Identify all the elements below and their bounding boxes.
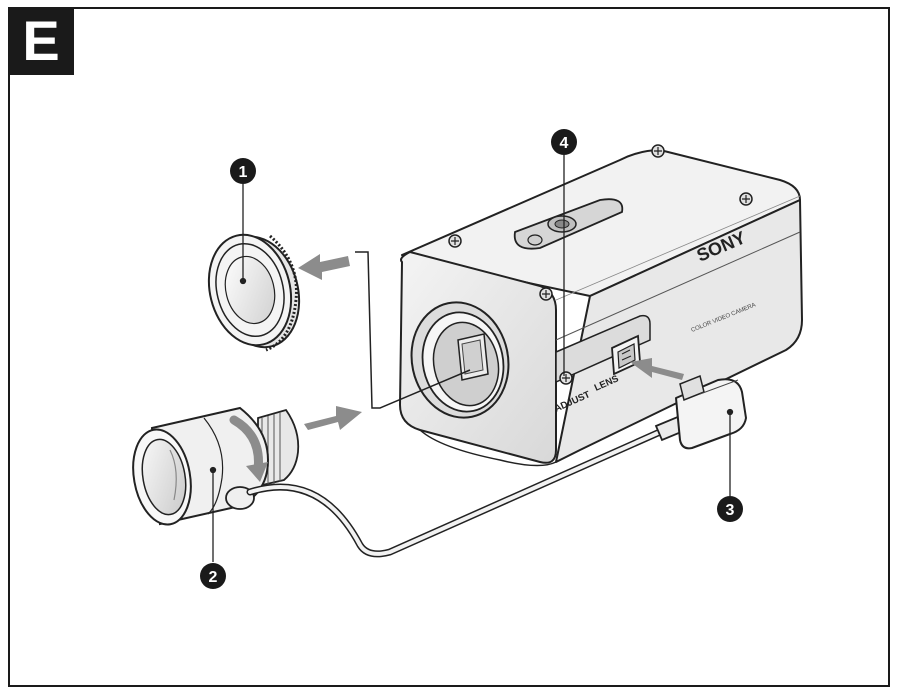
svg-text:2: 2 xyxy=(209,569,218,586)
svg-text:1: 1 xyxy=(239,164,248,181)
svg-text:4: 4 xyxy=(560,135,569,152)
callout-2: 2 xyxy=(200,563,226,589)
svg-text:3: 3 xyxy=(726,502,735,519)
callout-4: 4 xyxy=(551,129,577,155)
lens-cap xyxy=(198,226,311,356)
callout-3: 3 xyxy=(717,496,743,522)
callout-1: 1 xyxy=(230,158,256,184)
adjust-screw xyxy=(560,372,572,384)
